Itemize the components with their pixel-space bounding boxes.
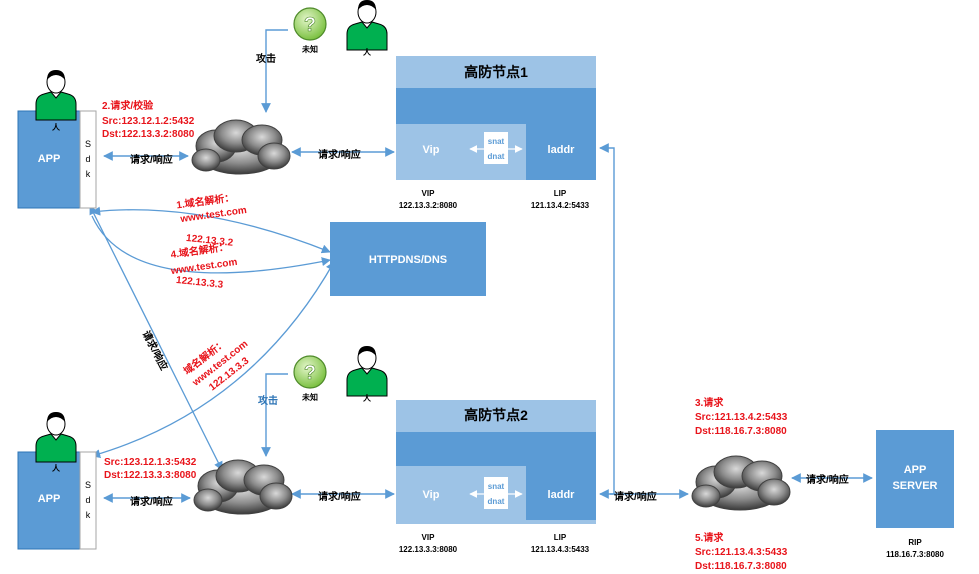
node2-servercloud-link-label: 请求/响应: [614, 490, 657, 503]
server-label-line1: APP: [904, 464, 927, 476]
node2-vip-label: Vip: [423, 489, 440, 501]
sdk-letter-d: d: [85, 154, 90, 164]
app-top-user-icon: [35, 69, 77, 121]
req5-title: 5.请求: [695, 531, 724, 544]
node1-title: 高防节点1: [464, 64, 528, 80]
cloud-server-icon: [691, 455, 791, 511]
app-top-request-title: 2.请求/校验: [102, 99, 154, 112]
node1-vip-label: Vip: [423, 144, 440, 156]
dns-annotation-bottom: 域名解析： www.test.com 122.13.3.3: [181, 336, 252, 393]
cloud-bottom-icon: [193, 459, 293, 515]
connectors: [89, 29, 873, 503]
app-bottom-user-label: 人: [52, 463, 61, 473]
node1-link-label: 请求/响应: [318, 148, 361, 161]
node1-vip-box: [396, 124, 466, 176]
app-top-label: APP: [38, 153, 61, 165]
attacker-top-user-label: 人: [363, 47, 372, 57]
app-top-user-label: 人: [52, 122, 61, 132]
httpdns-label: HTTPDNS/DNS: [369, 254, 447, 266]
node2-vip-caption: VIP: [422, 533, 436, 542]
node2-vip-addr: 122.13.3.3:8080: [399, 545, 458, 554]
app-bottom-link-label: 请求/响应: [130, 495, 173, 508]
httpdns-box[interactable]: HTTPDNS/DNS: [330, 222, 486, 296]
node2-vip-box: [396, 466, 466, 520]
node1-lip-addr: 121.13.4.2:5433: [531, 201, 590, 210]
svg-text:?: ?: [304, 14, 316, 36]
server-rip-caption: RIP: [908, 538, 922, 547]
node2-snat: snat: [488, 482, 505, 491]
req3-title: 3.请求: [695, 396, 724, 409]
dns-annotation-1: 1.域名解析： www.test.com: [176, 191, 248, 226]
attack-top-label: 攻击: [256, 52, 276, 65]
server-rip-addr: 118.16.7.3:8080: [886, 550, 944, 559]
app-bottom[interactable]: APP S d k: [17, 451, 97, 550]
node1-lip-caption: LIP: [554, 189, 567, 198]
attacker-bottom-user-label: 人: [363, 393, 372, 403]
svg-text:?: ?: [304, 362, 316, 384]
node2-laddr-label: laddr: [548, 489, 576, 501]
attack-bottom-label: 攻击: [258, 394, 278, 407]
arrow-attack-top: [261, 29, 288, 113]
unknown-top-label: 未知: [301, 44, 318, 54]
attacker-bottom-user-icon: [346, 345, 388, 397]
node1-dnat: dnat: [488, 152, 505, 161]
app-server-box[interactable]: APP SERVER: [876, 430, 954, 528]
app-bottom-user-icon: [35, 411, 77, 463]
app-bottom-label: APP: [38, 493, 61, 505]
node2-title: 高防节点2: [464, 407, 528, 423]
app-top-src: Src:123.12.1.2:5432: [102, 116, 195, 127]
unknown-top-icon: ?: [293, 7, 327, 41]
node2-lip-addr: 121.13.4.3:5433: [531, 545, 590, 554]
dns-q1-ip: 122.13.3.2: [185, 233, 234, 249]
node2-lip-caption: LIP: [554, 533, 567, 542]
cross-link-label: 请求/响应: [140, 328, 171, 372]
dns-q4-domain: www.test.com: [169, 257, 238, 277]
app-top-link-label: 请求/响应: [130, 153, 173, 166]
servercloud-server-link-label: 请求/响应: [806, 473, 849, 486]
server-label-line2: SERVER: [892, 480, 937, 492]
sdk-letter-k: k: [86, 510, 91, 520]
node1-snat: snat: [488, 137, 505, 146]
node2-link-label: 请求/响应: [318, 490, 361, 503]
dns-q4-ip: 122.13.3.3: [175, 275, 224, 291]
arrow-node1-servercloud: [599, 143, 615, 495]
node2-nat-box: [484, 477, 508, 509]
node1-vip-caption: VIP: [422, 189, 436, 198]
sdk-letter-s: S: [85, 480, 91, 490]
node1-vip-addr: 122.13.3.2:8080: [399, 201, 458, 210]
sdk-letter-d: d: [85, 495, 90, 505]
unknown-bottom-label: 未知: [301, 392, 318, 402]
req5-src: Src:121.13.4.3:5433: [695, 547, 788, 558]
app-top[interactable]: APP S d k: [17, 110, 97, 209]
arrow-dns-query-bottom: [91, 261, 335, 459]
req5-dst: Dst:118.16.7.3:8080: [695, 561, 787, 572]
app-top-dst: Dst:122.13.3.2:8080: [102, 129, 195, 140]
cloud-top-icon: [191, 119, 291, 175]
attacker-top-user-icon: [346, 0, 388, 51]
unknown-bottom-icon: ?: [293, 355, 327, 389]
arrow-attack-bottom: [261, 373, 288, 457]
node1-laddr-box: [526, 124, 596, 176]
node2-dnat: dnat: [488, 497, 505, 506]
sdk-letter-k: k: [86, 169, 91, 179]
node1-laddr-label: laddr: [548, 144, 576, 156]
req3-dst: Dst:118.16.7.3:8080: [695, 426, 787, 437]
dns-annotation-4: 4.域名解析： www.test.com: [169, 240, 238, 277]
app-bottom-src: Src:123.12.1.3:5432: [104, 457, 197, 468]
app-bottom-dst: Dst:122.13.3.3:8080: [104, 470, 197, 481]
sdk-letter-s: S: [85, 139, 91, 149]
arrow-app1-cloud2-cross: [89, 205, 223, 471]
node2-laddr-box: [526, 466, 596, 520]
req3-src: Src:121.13.4.2:5433: [695, 412, 788, 423]
